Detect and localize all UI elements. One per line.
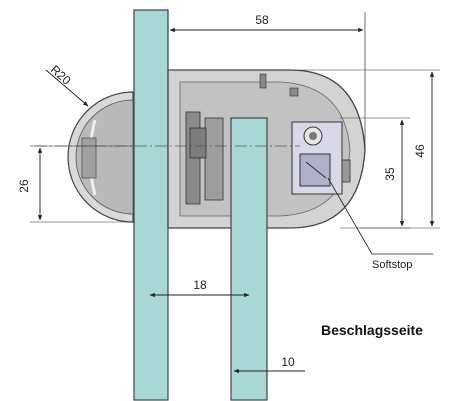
dim-glass-thickness: 10 [233, 355, 305, 380]
softstop-callout: Softstop [327, 177, 433, 271]
dim-label-gap-width: 18 [193, 278, 207, 292]
left-glass-pane [133, 9, 169, 401]
dim-outer-height: 46 [300, 69, 440, 229]
dim-total-width: 58 [167, 12, 366, 150]
callout-label-softstop: Softstop [372, 259, 412, 271]
dim-label-total-width: 58 [255, 13, 269, 27]
dim-label-outer-height: 46 [413, 144, 427, 158]
dim-radius: R20 [45, 62, 89, 107]
dim-label-glass-thickness: 10 [281, 355, 295, 369]
dim-label-radius: R20 [48, 62, 74, 87]
right-glass-pane [230, 117, 268, 401]
softstop-mechanism [291, 121, 351, 195]
dim-left-height: 26 [17, 145, 135, 223]
caption-label: Beschlagsseite [321, 322, 423, 338]
dim-label-left-height: 26 [17, 179, 31, 193]
knob-cap [67, 91, 134, 223]
dim-label-inner-height: 35 [383, 167, 397, 181]
dim-gap-width: 18 [149, 278, 250, 298]
